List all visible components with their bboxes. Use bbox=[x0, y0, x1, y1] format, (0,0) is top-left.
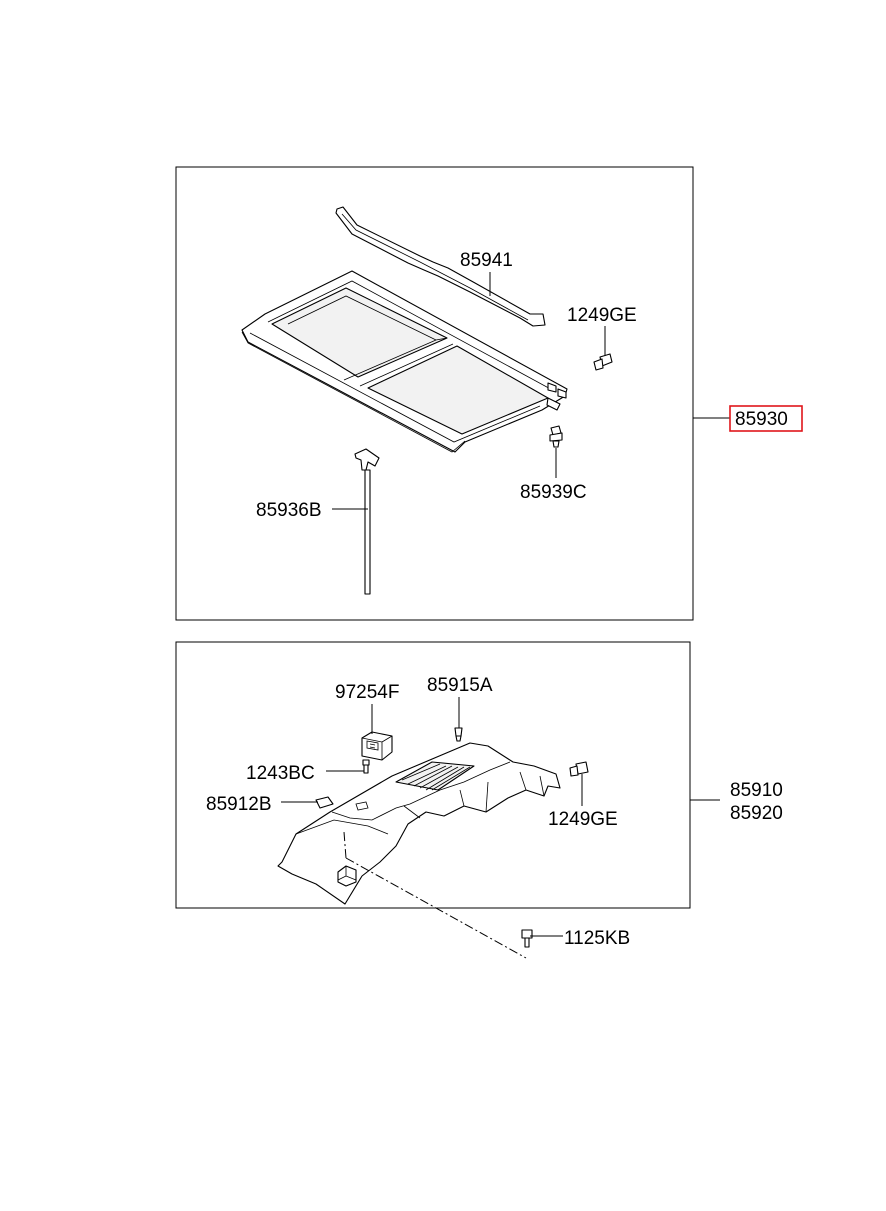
fastener-part-top bbox=[454, 727, 463, 742]
label-85915A: 85915A bbox=[427, 675, 493, 696]
label-1243BC: 1243BC bbox=[246, 763, 315, 784]
module-part bbox=[361, 731, 393, 761]
label-85941: 85941 bbox=[460, 250, 513, 271]
label-1249GE-lower: 1249GE bbox=[548, 809, 618, 830]
support-rod-part bbox=[354, 448, 380, 595]
pad-part bbox=[315, 796, 334, 809]
label-1125KB: 1125KB bbox=[564, 928, 630, 949]
bolt-part-left bbox=[362, 759, 370, 774]
screw-part-upper bbox=[593, 353, 613, 371]
bolt-part-bottom bbox=[521, 929, 533, 948]
label-85930[interactable]: 85930 bbox=[735, 409, 788, 430]
highlight-box-85930[interactable] bbox=[729, 405, 803, 432]
label-85936B: 85936B bbox=[256, 500, 322, 521]
label-85939C: 85939C bbox=[520, 482, 587, 503]
screw-part-lower bbox=[569, 761, 589, 777]
guide-rail-part bbox=[335, 206, 546, 327]
cover-shelf-part bbox=[241, 270, 568, 453]
lower-assembly-frame bbox=[175, 641, 691, 909]
upper-assembly-frame bbox=[175, 166, 694, 621]
label-1249GE-upper: 1249GE bbox=[567, 305, 637, 326]
dashed-leader-1125KB bbox=[343, 831, 527, 959]
clip-part bbox=[549, 425, 563, 448]
floor-panel-part bbox=[277, 742, 561, 905]
label-97254F: 97254F bbox=[335, 682, 399, 703]
label-85912B: 85912B bbox=[206, 794, 272, 815]
label-85920: 85920 bbox=[730, 803, 783, 824]
label-85910: 85910 bbox=[730, 780, 783, 801]
